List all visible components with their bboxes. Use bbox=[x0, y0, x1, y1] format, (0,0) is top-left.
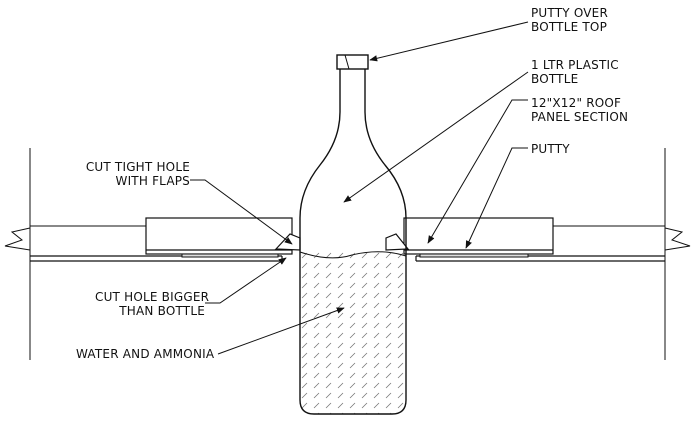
label-line: BOTTLE TOP bbox=[531, 20, 608, 34]
label-cut-tight-hole: CUT TIGHT HOLE WITH FLAPS bbox=[80, 160, 190, 188]
putty-strip bbox=[181, 253, 529, 258]
leader-lines bbox=[190, 21, 529, 355]
label-plastic-bottle: 1 LTR PLASTIC BOTTLE bbox=[531, 58, 619, 86]
label-line: THAN BOTTLE bbox=[119, 304, 205, 318]
label-putty: PUTTY bbox=[531, 142, 570, 156]
label-roof-panel-section: 12"X12" ROOF PANEL SECTION bbox=[531, 96, 628, 124]
right-roof-break bbox=[664, 148, 691, 360]
label-line: WITH FLAPS bbox=[115, 174, 190, 188]
label-line: 12"X12" ROOF bbox=[531, 96, 622, 110]
label-cut-hole-bigger: CUT HOLE BIGGER THAN BOTTLE bbox=[95, 290, 210, 318]
label-line: CUT TIGHT HOLE bbox=[85, 160, 190, 174]
label-line: CUT HOLE BIGGER bbox=[95, 290, 210, 304]
roof-panel-section bbox=[145, 217, 554, 255]
label-water-ammonia: WATER AND AMMONIA bbox=[76, 347, 215, 361]
hole-flaps bbox=[274, 233, 410, 251]
bottle bbox=[299, 54, 407, 415]
label-line: PUTTY OVER bbox=[531, 6, 608, 20]
left-roof-break bbox=[4, 148, 31, 360]
label-line: PANEL SECTION bbox=[531, 110, 629, 124]
label-line: BOTTLE bbox=[531, 72, 579, 86]
label-putty-over-bottle-top: PUTTY OVER BOTTLE TOP bbox=[531, 6, 608, 34]
label-line: 1 LTR PLASTIC bbox=[531, 58, 619, 72]
